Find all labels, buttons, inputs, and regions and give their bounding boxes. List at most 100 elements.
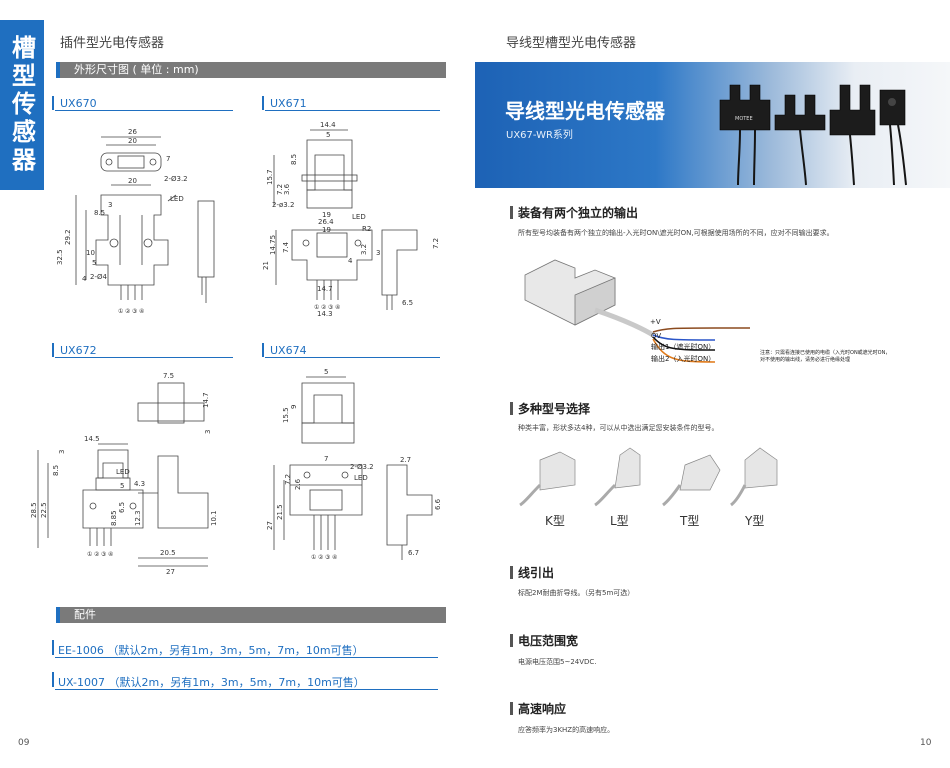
side-tab: 槽型传感器 [0, 20, 44, 190]
ux670-underline [55, 110, 233, 111]
svg-text:对不使用的输出线，请务必进行绝缘处理: 对不使用的输出线，请务必进行绝缘处理 [760, 356, 850, 363]
section-title: 多种型号选择 [509, 402, 591, 416]
svg-text:14.7: 14.7 [202, 392, 210, 408]
left-page-number: 09 [18, 738, 30, 748]
right-page-number: 10 [920, 738, 932, 748]
left-page-header: 插件型光电传感器 [60, 36, 165, 51]
wiring-diagram: +V OV 输出1（遮光时ON） 输出2（入光时ON） 注意：只需看连接已使用的… [524, 259, 890, 363]
ux674-marker [262, 343, 264, 357]
svg-text:7.2: 7.2 [284, 474, 292, 485]
svg-text:6.6: 6.6 [434, 498, 442, 510]
svg-text:3: 3 [108, 201, 112, 209]
svg-text:20.5: 20.5 [160, 549, 176, 557]
svg-text:2-Ø3.2: 2-Ø3.2 [164, 175, 188, 183]
section-title: 电压范围宽 [509, 634, 579, 648]
svg-text:26: 26 [128, 128, 137, 136]
svg-text:3: 3 [376, 249, 380, 257]
svg-text:21: 21 [262, 261, 270, 270]
section-text: 种类丰富，形状多达4种，可以从中选出满足您安装条件的型号。 [518, 424, 719, 432]
svg-text:④: ④ [335, 304, 340, 311]
svg-text:28.5: 28.5 [30, 502, 38, 518]
ux672-label: UX672 [60, 344, 97, 357]
svg-text:4.3: 4.3 [134, 480, 145, 488]
dims-bar: 外形尺寸图 ( 单位 : mm) [56, 62, 446, 78]
svg-text:LED: LED [354, 474, 368, 482]
svg-text:4: 4 [348, 257, 353, 265]
hero-subtitle: UX67-WR系列 [506, 130, 573, 141]
svg-text:+V: +V [650, 318, 661, 326]
svg-text:①: ① [314, 304, 319, 311]
svg-text:32.5: 32.5 [56, 249, 64, 265]
svg-text:19: 19 [322, 226, 331, 234]
ux671-label: UX671 [270, 97, 307, 110]
product-mark: MOTEE [735, 116, 753, 122]
svg-text:6.5: 6.5 [402, 299, 413, 307]
section-text: 标配2M耐曲折导线。（另有5m可选） [518, 589, 635, 597]
accessories-bar-label: 配件 [74, 608, 96, 621]
svg-text:③: ③ [325, 554, 330, 561]
svg-text:26.4: 26.4 [318, 218, 334, 226]
svg-text:10.1: 10.1 [210, 510, 218, 526]
section-title: 线引出 [509, 566, 555, 580]
svg-text:7.2: 7.2 [432, 238, 440, 249]
dims-bar-accent [56, 62, 60, 78]
svg-text:5: 5 [324, 368, 328, 376]
svg-text:14.5: 14.5 [84, 435, 100, 443]
accessory-underline [55, 657, 438, 658]
svg-text:14.75: 14.75 [269, 235, 277, 255]
ux671-marker [262, 96, 264, 110]
svg-text:③: ③ [328, 304, 333, 311]
svg-text:14.3: 14.3 [317, 310, 333, 318]
section-title: 装备有两个独立的输出 [509, 206, 639, 220]
ux672-marker [52, 343, 54, 357]
svg-text:2-Ø4: 2-Ø4 [90, 273, 107, 281]
svg-text:6.5: 6.5 [118, 502, 126, 513]
section-text: 电源电压范围5~24VDC. [518, 658, 597, 666]
svg-text:8.5: 8.5 [94, 209, 105, 217]
svg-text:8.5: 8.5 [52, 465, 60, 476]
svg-text:9: 9 [290, 405, 298, 409]
section-title: 高速响应 [509, 702, 567, 716]
svg-text:③: ③ [101, 551, 106, 558]
accessory-marker [52, 672, 54, 687]
svg-text:4: 4 [82, 275, 87, 283]
ux672-underline [55, 357, 233, 358]
svg-text:14.4: 14.4 [320, 121, 336, 129]
svg-text:2-ø3.2: 2-ø3.2 [272, 201, 294, 209]
svg-text:22.5: 22.5 [40, 502, 48, 518]
svg-text:19: 19 [322, 211, 331, 219]
svg-text:7.2: 7.2 [276, 184, 284, 195]
svg-text:①: ① [87, 551, 92, 558]
svg-text:15.7: 15.7 [266, 169, 274, 185]
section-text: 应答频率为3KHZ的高速响应。 [518, 726, 615, 734]
svg-text:20: 20 [128, 177, 137, 185]
svg-text:14.7: 14.7 [317, 285, 333, 293]
svg-text:输出2（入光时ON）: 输出2（入光时ON） [651, 354, 715, 363]
ux671-drawing: 14.4 5 8.5 15.7 7.2 3.6 2-ø3.2 19 LED 26… [262, 121, 440, 318]
svg-text:3.6: 3.6 [283, 183, 291, 195]
type-label: K型 [545, 514, 565, 528]
dims-bar-label: 外形尺寸图 ( 单位 : mm) [74, 63, 199, 76]
svg-text:LED: LED [116, 468, 130, 476]
svg-text:27: 27 [166, 568, 175, 576]
svg-text:④: ④ [139, 308, 144, 315]
svg-text:3: 3 [204, 430, 212, 434]
ux674-underline [265, 357, 440, 358]
svg-text:①: ① [311, 554, 316, 561]
svg-text:5: 5 [120, 482, 124, 490]
accessories-bar: 配件 [56, 607, 446, 623]
types-illustration [519, 447, 778, 507]
svg-text:8.85: 8.85 [110, 510, 118, 526]
svg-text:7.5: 7.5 [163, 372, 174, 380]
svg-text:LED: LED [170, 195, 184, 203]
section-text: 所有型号均装备有两个独立的输出-入光时ON\遮光时ON,可根据使用场所的不同，应… [518, 229, 834, 237]
svg-text:输出1（遮光时ON）: 输出1（遮光时ON） [651, 342, 715, 351]
svg-text:②: ② [94, 551, 100, 558]
accessories-bar-accent [56, 607, 60, 623]
svg-text:6.7: 6.7 [408, 549, 419, 557]
svg-text:3.2: 3.2 [360, 244, 368, 255]
ux671-underline [265, 110, 440, 111]
svg-text:27: 27 [266, 521, 274, 530]
svg-text:①: ① [118, 308, 123, 315]
svg-text:③: ③ [132, 308, 137, 315]
